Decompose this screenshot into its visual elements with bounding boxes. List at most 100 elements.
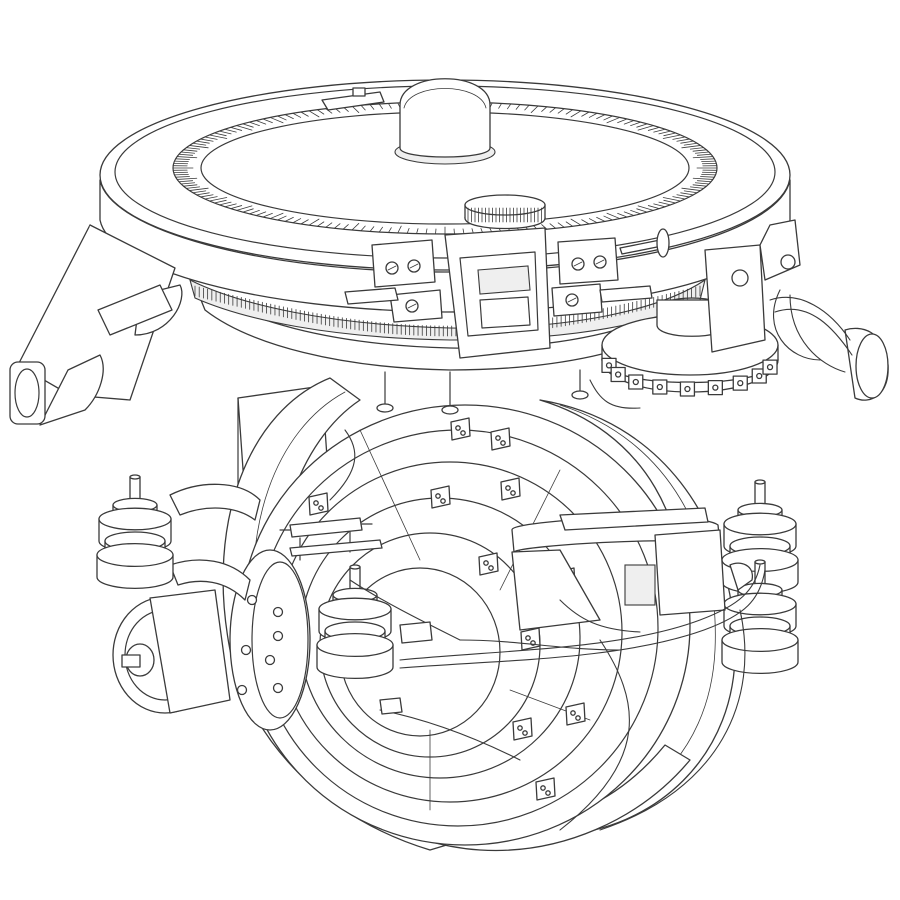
dial-tick <box>617 212 628 218</box>
dial-tick <box>637 205 654 211</box>
screw-slot <box>595 259 605 265</box>
rim-clip-rivet <box>500 440 506 446</box>
dial-tick <box>462 228 465 235</box>
screw-slot <box>573 261 583 267</box>
rim-clip-rivet <box>517 725 523 731</box>
dial-tick <box>262 118 273 124</box>
dial-tick <box>701 160 716 163</box>
drum-clip-rivet <box>605 362 613 369</box>
cable-plug <box>399 621 433 644</box>
dial-tick <box>680 140 694 144</box>
dial-tick <box>189 145 209 149</box>
vernier-clamp <box>344 194 670 359</box>
dial-tick <box>204 136 218 140</box>
dial-tick <box>603 115 613 121</box>
flange-bolt-group <box>236 594 284 696</box>
dial-tick <box>242 208 254 213</box>
dial-tick <box>581 219 590 225</box>
cable <box>399 569 766 669</box>
dial-tick <box>696 153 712 156</box>
dial-tick <box>681 187 701 191</box>
dial-tick <box>213 132 227 137</box>
dial-tick <box>549 223 557 229</box>
dial-tick <box>284 114 294 120</box>
left-eyepiece <box>9 224 183 426</box>
flange-bolt <box>272 682 284 694</box>
dial-tick <box>653 128 666 133</box>
drum-clip-rivet <box>614 371 622 378</box>
post-nut <box>441 405 459 415</box>
eyepiece-tube-upper <box>97 284 173 336</box>
dial-tick <box>647 126 660 131</box>
right-connector <box>855 333 889 399</box>
cable <box>379 709 521 761</box>
dial-tick <box>360 104 366 111</box>
dial-tick <box>360 225 366 232</box>
cable-plug <box>729 562 753 591</box>
dial-tick <box>378 103 383 110</box>
dial-tick <box>541 106 548 112</box>
flange-bolt <box>236 684 248 696</box>
dial-tick <box>204 196 218 200</box>
bracket-wire <box>789 294 846 373</box>
dial-tick <box>647 205 660 210</box>
dial-tick <box>623 120 635 125</box>
dial-tick <box>658 201 671 206</box>
insulator-stack <box>721 559 799 675</box>
dial-tick <box>636 208 648 213</box>
dial-tick <box>230 126 243 131</box>
dial-tick <box>269 212 284 219</box>
dial-tick <box>325 108 333 114</box>
dial-tick <box>230 205 243 210</box>
dial-tick <box>200 138 214 142</box>
dome-body <box>399 78 491 158</box>
dial-tick <box>236 205 253 211</box>
drum-clip-rivet <box>756 372 763 380</box>
dial-tick <box>292 218 302 224</box>
dial-tick <box>196 192 210 196</box>
dial-tick <box>242 123 254 128</box>
rim-clip-rivet <box>488 565 494 571</box>
dial-tick <box>174 173 189 176</box>
dial-tick <box>515 104 521 110</box>
terminal-plate <box>511 507 726 631</box>
pulley-shaft <box>121 654 141 668</box>
dial-tick <box>333 223 341 229</box>
dial-tick <box>588 112 598 118</box>
trunnion-pulley <box>112 589 231 714</box>
dial-tick <box>700 176 715 178</box>
terminal-coil <box>624 564 656 606</box>
dial-tick <box>397 225 402 234</box>
stack-pin <box>754 481 766 505</box>
dial-tick <box>603 215 613 221</box>
rim-clip-rivet <box>575 715 581 721</box>
dial-tick <box>219 130 232 135</box>
dial-tick <box>507 103 512 110</box>
dial-tick <box>248 209 260 215</box>
dial-tick <box>388 103 392 109</box>
dial-tick <box>696 180 712 183</box>
dial-tick <box>351 105 360 113</box>
dial-tick <box>213 199 227 204</box>
stack-disc-top <box>316 632 394 658</box>
rim-clip-rivet <box>440 498 446 504</box>
dial-tick <box>308 110 320 118</box>
dial-tick <box>681 145 701 149</box>
rim-clip-rivet <box>540 785 546 791</box>
dial-tick <box>406 228 410 234</box>
terminal-block <box>654 529 726 616</box>
screw-slot <box>387 265 397 271</box>
drum-clip-rivet <box>684 385 691 393</box>
post-nut <box>376 403 394 413</box>
dial-tick <box>549 107 557 113</box>
eyepiece-lens-ring <box>14 368 40 418</box>
drum-clip-rivet <box>656 383 663 391</box>
dial-tick <box>700 158 715 160</box>
dome-highlight <box>403 88 487 109</box>
rim-clip-rivet <box>318 505 324 511</box>
right-screw-block <box>557 237 619 285</box>
cable-plug <box>379 697 403 715</box>
dial-tick <box>316 109 325 115</box>
screw-slot <box>409 263 419 269</box>
